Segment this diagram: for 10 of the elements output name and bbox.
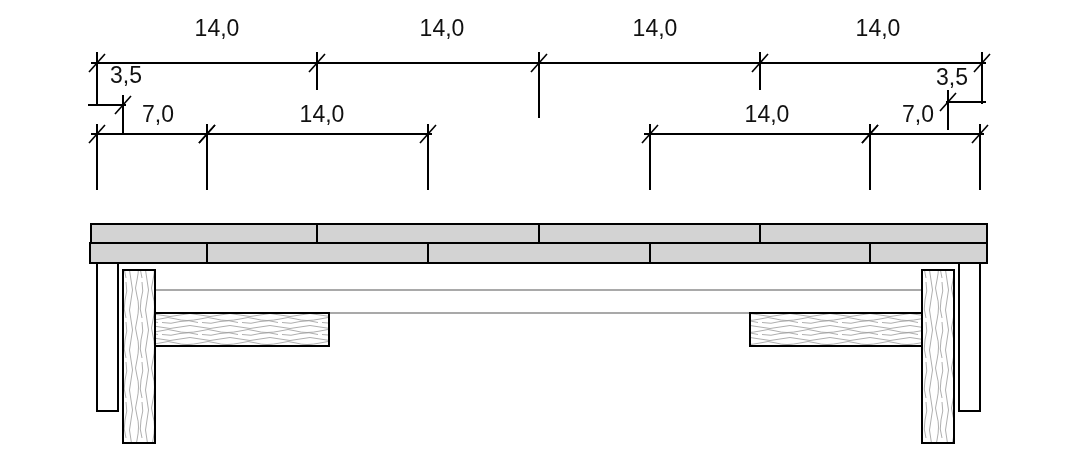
dimension-label: 14,0 [194,17,240,40]
dimension-label: 7,0 [142,103,174,126]
dimension-label: 14,0 [855,17,901,40]
dimension-label: 14,0 [419,17,465,40]
dimension-label: 7,0 [902,103,934,126]
dimension-label: 14,0 [744,103,790,126]
dimension-label: 3,5 [936,66,968,89]
dimension-label: 14,0 [632,17,678,40]
dimension-label: 14,0 [299,103,345,126]
dimension-label: 3,5 [110,64,142,87]
